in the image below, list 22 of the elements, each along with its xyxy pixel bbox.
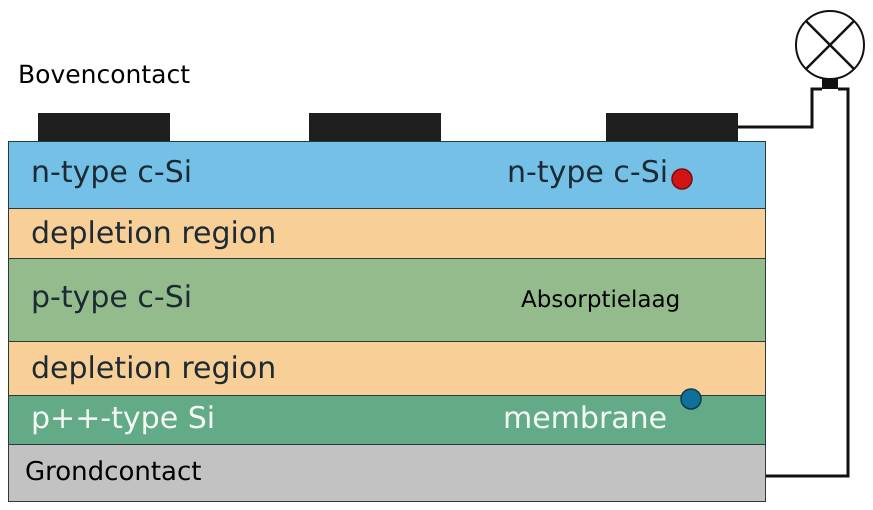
layer-label: n-type c-Si [31,158,192,188]
layer-label: depletion region [31,354,276,384]
layer-label: Grondcontact [25,459,202,485]
semiconductor-layer [8,141,766,209]
semiconductor-layer [8,395,766,445]
contact-bar [309,113,441,141]
semiconductor-layer [8,258,766,342]
contact-bar [606,113,738,141]
semiconductor-layer [8,444,766,502]
contact-label: Bovencontact [18,62,190,87]
layer-label: p-type c-Si [31,283,192,313]
lamp-icon [794,9,866,89]
wire [766,88,850,478]
layer-label: p++-type Si [31,404,216,434]
layer-annotation: membrane [503,404,668,434]
contact-bar [38,113,170,141]
semiconductor-layer [8,341,766,396]
layer-label: depletion region [31,219,276,249]
layer-annotation: Absorptielaag [521,289,680,312]
layer-annotation: n-type c-Si [507,158,668,188]
wire [738,88,822,128]
semiconductor-layer [8,208,766,259]
